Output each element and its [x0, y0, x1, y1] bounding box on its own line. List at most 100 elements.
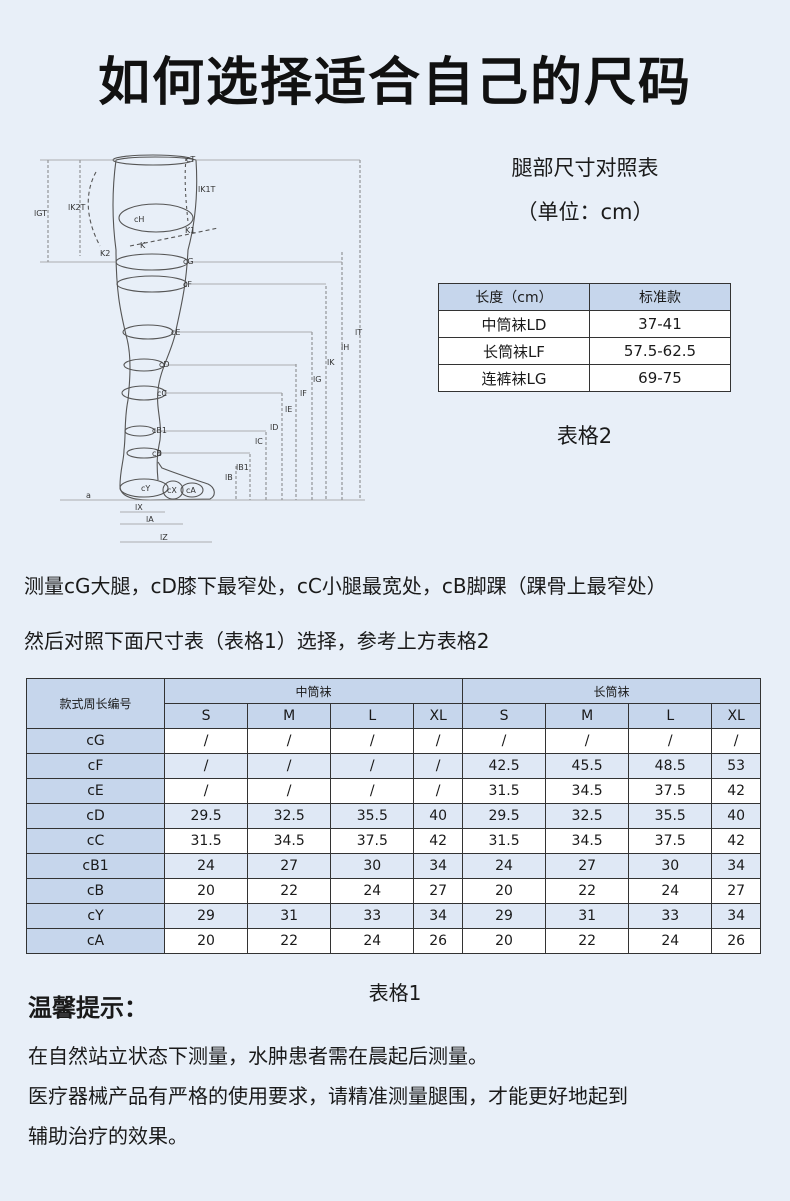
instruction-line-1: 测量cG大腿，cD膝下最窄处，cC小腿最宽处，cB脚踝（踝骨上最窄处） — [24, 574, 667, 598]
table-cell: 40 — [413, 803, 463, 829]
label-K1: K1 — [185, 226, 195, 235]
label-cD: cD — [159, 360, 170, 369]
table-cell: / — [247, 753, 332, 779]
table-cell: 长筒袜LF — [438, 337, 590, 365]
header-cell: 长度（cm） — [438, 283, 590, 311]
table-cell: 27 — [545, 853, 630, 879]
table-cell: 42 — [711, 778, 761, 804]
label-lB1: lB1 — [236, 463, 249, 472]
size-header-cell: XL — [711, 703, 761, 729]
table-cell: 34 — [711, 853, 761, 879]
table-cell: 31.5 — [163, 828, 249, 854]
table-row: 中筒袜LD 37-41 — [438, 310, 732, 338]
row-header-cell: cB — [26, 878, 165, 904]
table-cell: 30 — [628, 853, 713, 879]
table-cell: 37-41 — [588, 310, 732, 338]
label-lK: lK — [327, 358, 335, 367]
table2-caption: 表格2 — [556, 424, 613, 448]
table-cell: 34.5 — [545, 828, 630, 854]
table-cell: / — [330, 753, 415, 779]
page-title: 如何选择适合自己的尺码 — [97, 53, 692, 113]
table-cell: 31.5 — [461, 778, 547, 804]
table-cell: 24 — [330, 878, 415, 904]
label-lK1T: lK1T — [198, 185, 216, 194]
label-lX: lX — [135, 503, 143, 512]
label-lT: lT — [355, 328, 362, 337]
header-cell: 标准款 — [588, 283, 732, 311]
label-lG: lG — [313, 375, 321, 384]
table-cell: 22 — [247, 878, 332, 904]
table-cell: / — [330, 728, 415, 754]
size-header-cell: S — [163, 703, 249, 729]
table-cell: 29.5 — [163, 803, 249, 829]
table-cell: 26 — [711, 928, 761, 954]
row-header-cell: cB1 — [26, 853, 165, 879]
table-cell: / — [247, 728, 332, 754]
table-cell: / — [163, 728, 249, 754]
row-header-cell: cG — [26, 728, 165, 754]
table-cell: 33 — [330, 903, 415, 929]
label-lGT: lGT — [34, 209, 47, 218]
label-lD: lD — [270, 423, 278, 432]
size-header-cell: XL — [413, 703, 463, 729]
label-lC: lC — [255, 437, 263, 446]
table-cell: 24 — [330, 928, 415, 954]
table-cell: 42 — [711, 828, 761, 854]
group-header-mid: 中筒袜 — [164, 678, 463, 704]
label-cY: cY — [141, 484, 150, 493]
tip-line-2: 医疗器械产品有严格的使用要求，请精准测量腿围，才能更好地起到 — [28, 1084, 628, 1108]
table-cell: 34 — [413, 853, 463, 879]
label-cX: cX — [167, 486, 177, 495]
table-header-row: 长度（cm） 标准款 — [438, 283, 732, 311]
table-cell: 22 — [545, 878, 630, 904]
table-cell: 20 — [163, 928, 249, 954]
table-cell: 27 — [413, 878, 463, 904]
table-cell: 32.5 — [545, 803, 630, 829]
length-table: 长度（cm） 标准款 中筒袜LD 37-41 长筒袜LF 57.5-62.5 连… — [438, 283, 732, 392]
table-cell: 48.5 — [628, 753, 713, 779]
corner-cell: 款式周长编号 — [26, 678, 165, 729]
table-cell: 45.5 — [545, 753, 630, 779]
table-cell: 20 — [461, 928, 547, 954]
table-cell: 27 — [711, 878, 761, 904]
table-cell: / — [247, 778, 332, 804]
table-cell: 37.5 — [330, 828, 415, 854]
table2-title: 腿部尺寸对照表 — [511, 156, 659, 180]
table-cell: / — [545, 728, 630, 754]
label-a: a — [86, 491, 91, 500]
table-cell: 53 — [711, 753, 761, 779]
label-lA: lA — [146, 515, 154, 524]
leg-measurement-diagram: cT lK1T lGT lK2T cH K1 K K2 cG cF cE cD … — [34, 154, 365, 543]
table-cell: 31 — [545, 903, 630, 929]
table-cell: 中筒袜LD — [438, 310, 590, 338]
table-cell: 22 — [247, 928, 332, 954]
tip-line-1: 在自然站立状态下测量，水肿患者需在晨起后测量。 — [28, 1044, 488, 1068]
label-cB: cB — [152, 449, 162, 458]
table-cell: 31.5 — [461, 828, 547, 854]
table-cell: 69-75 — [588, 364, 732, 392]
label-lE: lE — [285, 405, 292, 414]
size-header-cell: M — [247, 703, 332, 729]
table-cell: 27 — [247, 853, 332, 879]
label-K: K — [140, 241, 146, 250]
row-header-cell: cA — [26, 928, 165, 954]
table-cell: / — [163, 778, 249, 804]
table-cell: / — [413, 728, 463, 754]
table-cell: 34 — [711, 903, 761, 929]
table-cell: 连裤袜LG — [438, 364, 590, 392]
label-lB: lB — [225, 473, 233, 482]
label-cH: cH — [134, 215, 144, 224]
label-lK2T: lK2T — [68, 203, 86, 212]
table-cell: 31 — [247, 903, 332, 929]
row-header-cell: cY — [26, 903, 165, 929]
table-row: 连裤袜LG 69-75 — [438, 364, 732, 392]
instruction-line-2: 然后对照下面尺寸表（表格1）选择，参考上方表格2 — [24, 629, 490, 653]
size-header-cell: M — [545, 703, 630, 729]
label-cE: cE — [171, 328, 180, 337]
table-cell: 34.5 — [545, 778, 630, 804]
label-cC: cC — [157, 389, 167, 398]
table-cell: 42.5 — [461, 753, 547, 779]
